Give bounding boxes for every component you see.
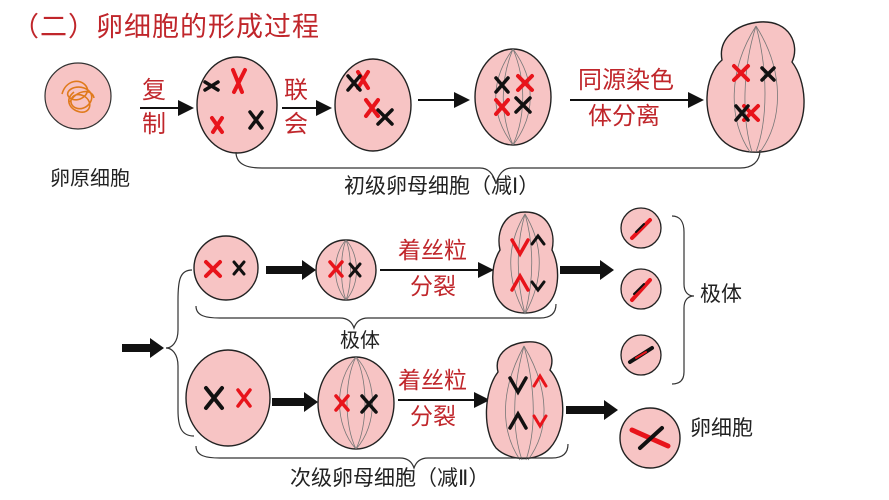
cell-secondary-oocyte — [185, 349, 271, 447]
label-synapsis-1: 联 — [284, 76, 308, 104]
cell-oocyte-metaphase-2 — [317, 356, 395, 450]
arrow-oocyte-2 — [566, 400, 618, 420]
label-centromere-top-2: 分裂 — [410, 274, 456, 300]
big-arrow — [122, 338, 164, 358]
brace-primary-oocyte — [235, 149, 761, 185]
label-oogonium: 卵原细胞 — [50, 166, 130, 190]
cell-metaphase-1 — [474, 48, 552, 146]
label-primary-oocyte: 初级卵母细胞（减Ⅰ） — [344, 174, 540, 198]
cell-replicated — [196, 56, 278, 154]
arrow-oocyte-1 — [272, 392, 318, 412]
arrow-polar-2 — [560, 260, 614, 280]
label-egg-cell: 卵细胞 — [690, 416, 753, 440]
cell-first-polar-body — [193, 235, 259, 301]
cell-polar-anaphase-2 — [492, 211, 559, 315]
oogonium-cell — [44, 62, 112, 130]
label-homolog-separation-2: 体分离 — [588, 102, 660, 130]
label-centromere-top-1: 着丝粒 — [398, 238, 467, 264]
label-secondary-oocyte: 次级卵母细胞（减Ⅱ） — [290, 466, 490, 490]
brace-polar-bodies — [671, 215, 695, 385]
brace-polar-row — [195, 303, 557, 330]
label-replication-2: 制 — [142, 110, 166, 138]
cell-synapsis — [334, 58, 412, 152]
arrow-polar-1 — [266, 260, 316, 280]
label-centromere-bottom-1: 着丝粒 — [398, 368, 467, 394]
page-title: （二）卵细胞的形成过程 — [12, 12, 320, 43]
brace-secondary-oocyte — [195, 443, 569, 470]
label-homolog-separation-1: 同源染色 — [578, 66, 674, 94]
polar-body-3 — [620, 334, 662, 376]
brace-left — [165, 269, 195, 437]
label-replication-1: 复 — [142, 76, 166, 104]
polar-body-1 — [620, 207, 662, 249]
cell-anaphase-1 — [706, 21, 805, 153]
label-polar-body-right: 极体 — [700, 282, 742, 306]
label-synapsis-2: 会 — [284, 110, 308, 138]
egg-cell — [619, 407, 681, 469]
cell-oocyte-anaphase-2 — [485, 341, 564, 461]
label-polar-body-mid: 极体 — [340, 328, 380, 352]
polar-body-2 — [620, 268, 662, 310]
label-centromere-bottom-2: 分裂 — [410, 404, 456, 430]
cell-polar-metaphase-2 — [315, 239, 377, 301]
